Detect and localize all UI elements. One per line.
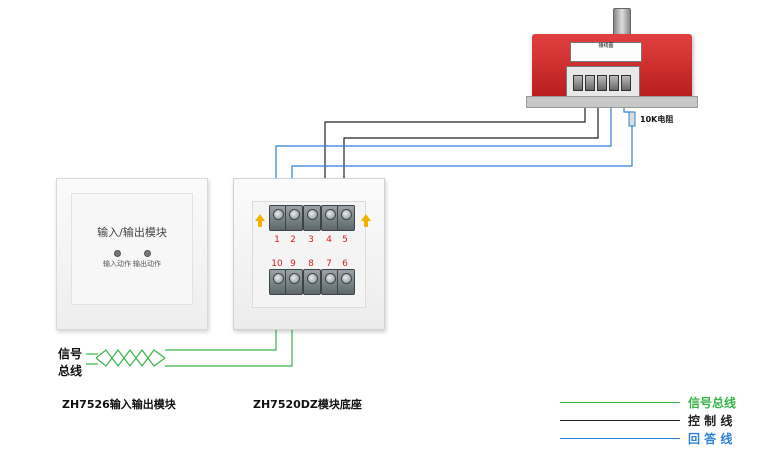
- signal-bus-label-line1: 信号: [58, 347, 83, 361]
- detector-terminal: [573, 75, 583, 91]
- control-wire-a: [324, 98, 586, 204]
- output-led-label: 输出动作: [133, 260, 161, 268]
- terminal-8: [303, 269, 321, 295]
- resistor: [628, 111, 636, 127]
- legend-signal-label: 信号总线: [688, 396, 737, 410]
- output-led: [144, 250, 151, 257]
- terminal-number: 9: [290, 259, 296, 269]
- detector-knob: [613, 8, 631, 36]
- terminal-2: [285, 205, 303, 231]
- detector-terminal: [621, 75, 631, 91]
- input-led-label: 输入动作: [103, 260, 131, 268]
- resistor-label: 10K电阻: [640, 115, 674, 124]
- detector-terminal: [585, 75, 595, 91]
- input-led: [114, 250, 121, 257]
- detector-wiring-panel: 接线图: [570, 42, 642, 62]
- terminal-3: [303, 205, 321, 231]
- module-base: 1 2 3 4 5 10 9 8 7 6: [233, 178, 385, 330]
- io-module-face: 输入/输出模块 输入动作 输出动作: [71, 193, 193, 305]
- answer-wire-a: [275, 98, 612, 204]
- detector-panel-title: 接线图: [598, 43, 614, 49]
- detector-terminal: [609, 75, 619, 91]
- io-module: 输入/输出模块 输入动作 输出动作: [56, 178, 208, 330]
- terminal-number: 10: [271, 259, 283, 269]
- detector-terminal-block: [566, 66, 640, 100]
- terminal-number: 8: [308, 259, 314, 269]
- terminal-number: 4: [326, 235, 332, 245]
- arrow-up-left-icon: [255, 214, 265, 221]
- terminal-6: [337, 269, 355, 295]
- detector-base-plate: [526, 96, 698, 108]
- control-wire-b: [343, 98, 599, 204]
- detector-terminal: [597, 75, 607, 91]
- legend-answer-label: 回 答 线: [688, 432, 733, 446]
- signal-bus-label-line2: 总线: [58, 364, 83, 378]
- terminal-number: 6: [342, 259, 348, 269]
- terminal-number: 5: [342, 235, 348, 245]
- legend-control-line: [560, 420, 680, 421]
- legend-answer-line: [560, 438, 680, 439]
- arrow-up-right-icon: [361, 214, 371, 221]
- terminal-number: 3: [308, 235, 314, 245]
- terminal-number: 7: [326, 259, 332, 269]
- terminal-number: 1: [274, 235, 280, 245]
- terminal-number: 2: [290, 235, 296, 245]
- terminal-5: [337, 205, 355, 231]
- answer-wire-b: [291, 98, 633, 204]
- legend-control-label: 控 制 线: [688, 414, 733, 428]
- arrow-stem-left: [258, 221, 262, 227]
- twisted-pair: [95, 349, 166, 367]
- terminal-9: [285, 269, 303, 295]
- io-module-title: 输入/输出模块: [97, 226, 167, 239]
- arrow-stem-right: [364, 221, 368, 227]
- base-caption: ZH7520DZ模块底座: [253, 398, 362, 411]
- legend-signal-line: [560, 402, 680, 403]
- io-module-caption: ZH7526输入输出模块: [62, 398, 176, 411]
